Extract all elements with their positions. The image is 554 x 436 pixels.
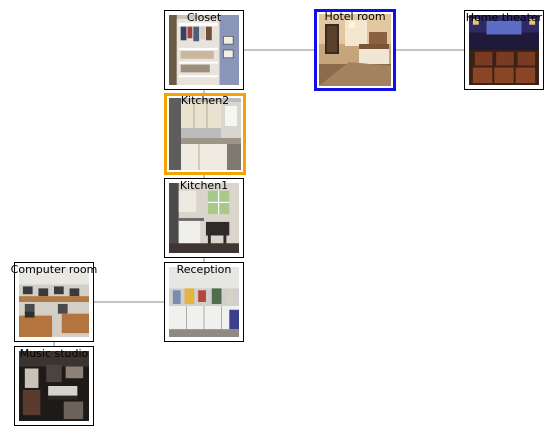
- node-kitchen2[interactable]: Kitchen2: [164, 93, 246, 175]
- node-kitchen1[interactable]: Kitchen1: [164, 178, 244, 258]
- node-hotel-room[interactable]: Hotel room: [314, 9, 396, 91]
- node-reception[interactable]: Reception: [164, 262, 244, 342]
- kitchen1-photo: [169, 183, 239, 253]
- music-studio-photo: [19, 351, 89, 421]
- node-home-theater[interactable]: Home theater: [464, 10, 544, 90]
- computer-room-photo: [19, 267, 89, 337]
- kitchen2-photo: [169, 98, 241, 170]
- node-closet[interactable]: Closet: [164, 10, 244, 90]
- home-theater-photo: [469, 15, 539, 85]
- node-computer-room[interactable]: Computer room: [11, 262, 97, 342]
- closet-photo: [169, 15, 239, 85]
- hotel-room-photo: [319, 14, 391, 86]
- node-music-studio[interactable]: Music studio: [14, 346, 94, 426]
- reception-photo: [169, 267, 239, 337]
